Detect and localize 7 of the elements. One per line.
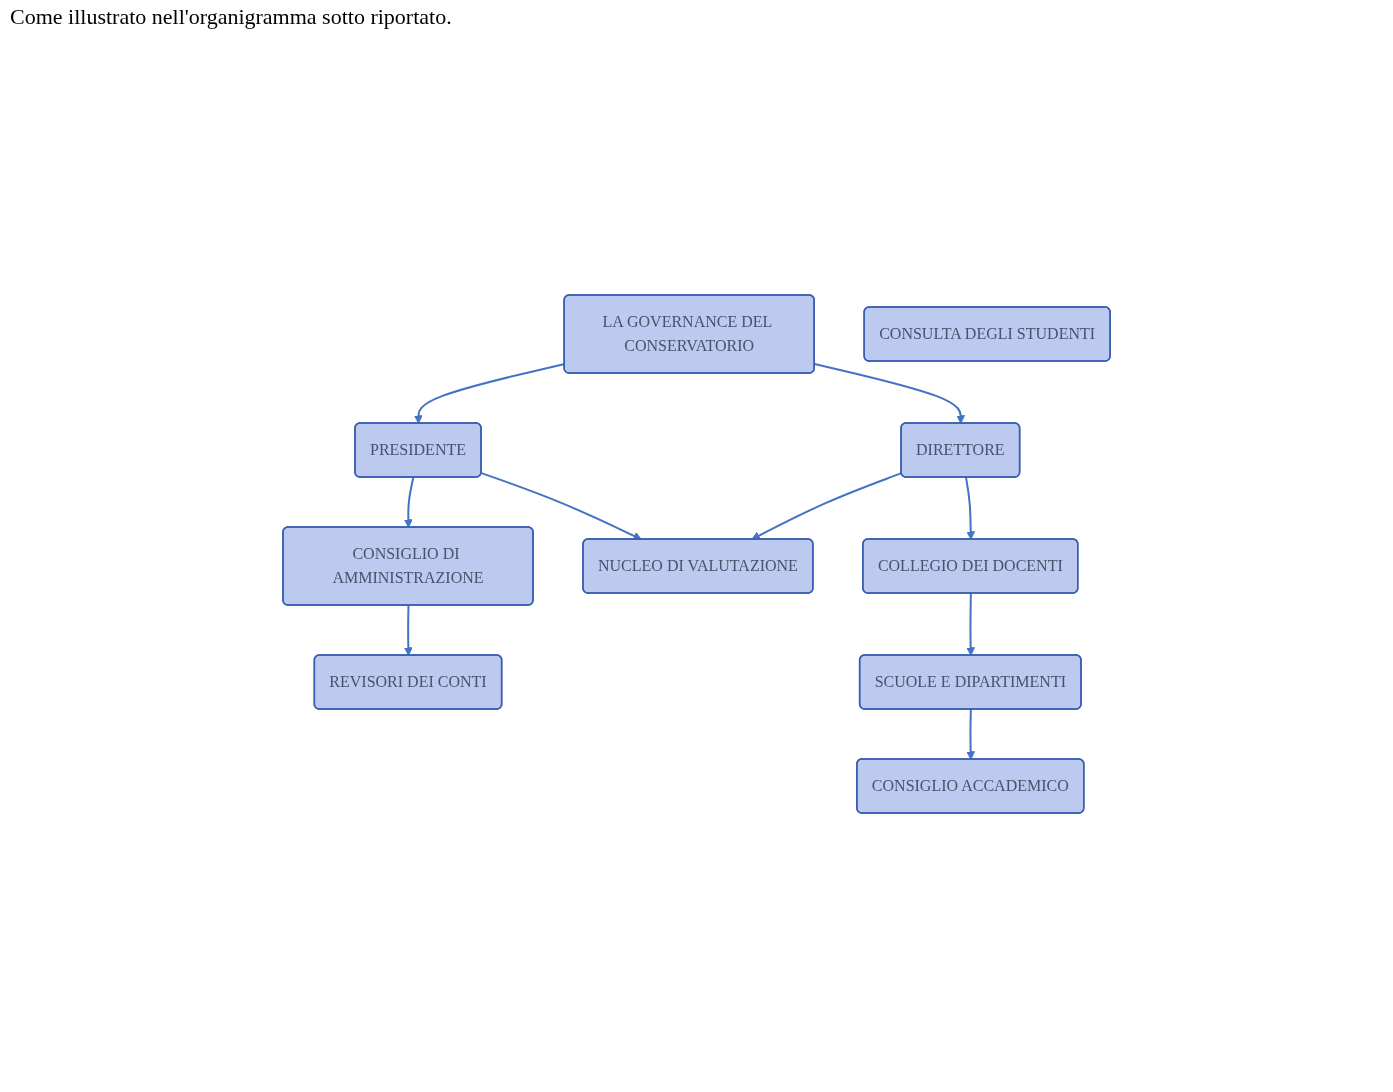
arrow <box>403 604 413 656</box>
arrow <box>403 476 415 528</box>
arrow <box>480 472 642 541</box>
arrow <box>965 476 976 540</box>
arrow <box>966 592 976 656</box>
arrow <box>966 708 976 760</box>
intro-text: Come illustrato nell'organigramma sotto riportato. <box>10 4 453 30</box>
